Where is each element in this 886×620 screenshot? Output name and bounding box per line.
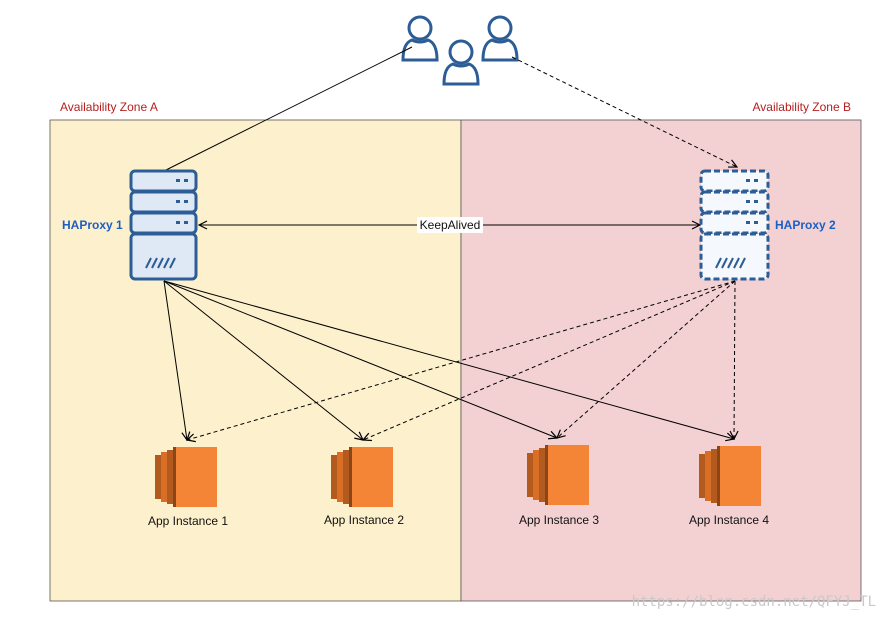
app-instance-1[interactable]: App Instance 1 — [148, 447, 228, 528]
haproxy-1-to-instance-3 — [163, 280, 557, 438]
connections — [163, 46, 737, 440]
haproxy-2-label: HAProxy 2 — [775, 218, 836, 232]
zone-a-title: Availability Zone A — [60, 100, 158, 114]
availability-zone-a — [49, 119, 462, 602]
availability-zone-b — [460, 119, 862, 602]
haproxy-2-server-icon[interactable] — [699, 169, 770, 281]
haproxy-1-label: HAProxy 1 — [62, 218, 123, 232]
app-instance-4-label: App Instance 4 — [689, 513, 769, 527]
haproxy-2-to-instance-4 — [734, 280, 735, 439]
haproxy-1-to-instance-2 — [163, 280, 363, 440]
ec2-instance-icon — [699, 446, 761, 506]
watermark: https://blog.csdn.net/QFYJ_TL — [632, 594, 876, 610]
keepalived-label: KeepAlived — [420, 218, 481, 232]
zone-b-title: Availability Zone B — [753, 100, 852, 114]
haproxy-1-to-instance-1 — [163, 280, 187, 440]
users-to-haproxy-1 — [163, 46, 413, 172]
ec2-instance-icon — [155, 447, 217, 507]
ec2-instance-icon — [527, 445, 589, 505]
app-instance-1-label: App Instance 1 — [148, 514, 228, 528]
users-group-icon — [401, 15, 519, 86]
keepalived-label-bg — [417, 217, 483, 233]
app-instance-3-label: App Instance 3 — [519, 513, 599, 527]
haproxy-2-to-instance-2 — [363, 280, 736, 440]
haproxy-1-to-instance-4 — [163, 280, 734, 439]
app-instance-2[interactable]: App Instance 2 — [324, 447, 404, 527]
ec2-instance-icon — [331, 447, 393, 507]
haproxy-2-to-instance-3 — [557, 280, 736, 438]
haproxy-1-server-icon[interactable] — [129, 169, 198, 281]
app-instance-4[interactable]: App Instance 4 — [689, 446, 769, 527]
app-instance-2-label: App Instance 2 — [324, 513, 404, 527]
app-instance-3[interactable]: App Instance 3 — [519, 445, 599, 527]
